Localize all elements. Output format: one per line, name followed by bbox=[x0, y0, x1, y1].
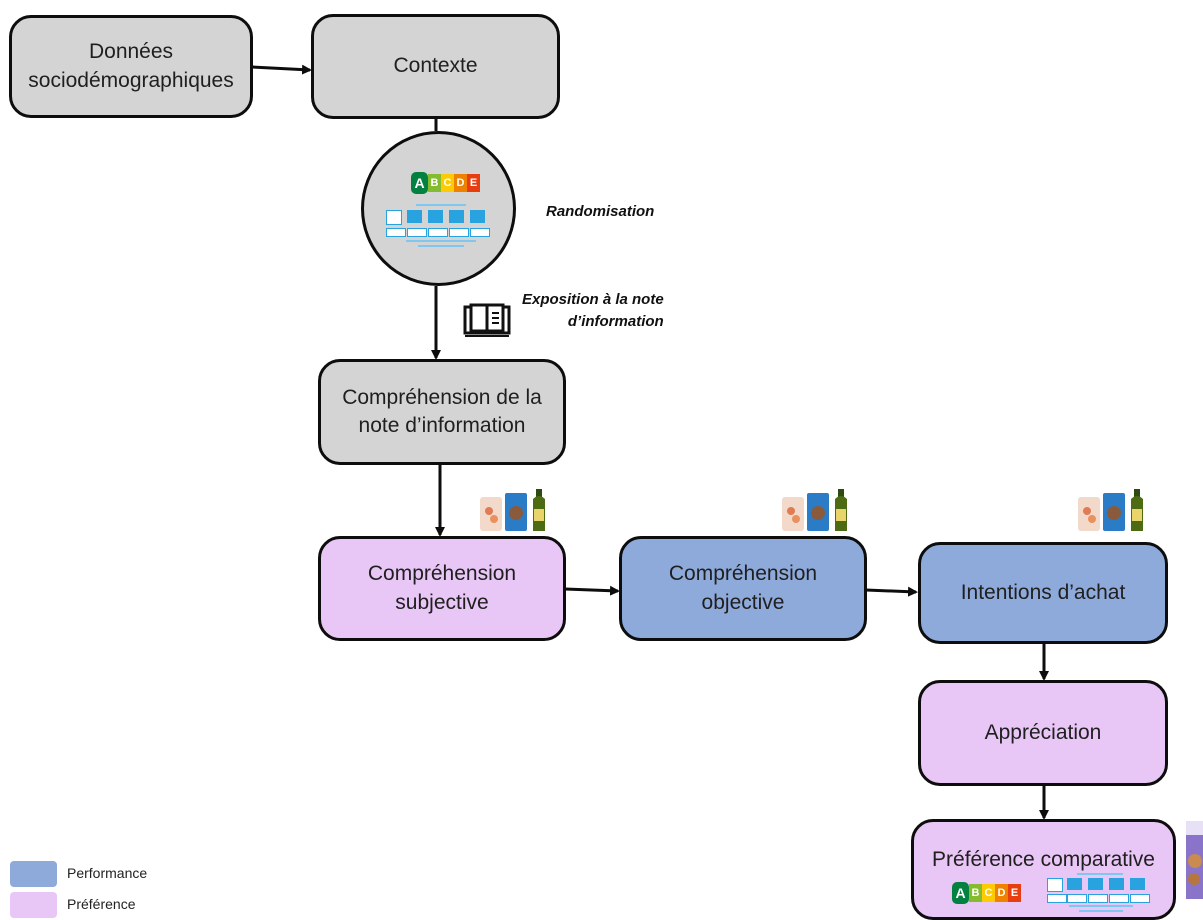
node-appreciation: Appréciation bbox=[918, 680, 1168, 786]
nutriscore-label-icon-2: A B C D E bbox=[952, 882, 1021, 904]
legend-swatch-preference bbox=[10, 892, 57, 918]
arrow-subjective-objective bbox=[564, 585, 620, 596]
node-intentions: Intentions d’achat bbox=[918, 542, 1168, 644]
node-comprehension-note-label: Compréhension de la note d’information bbox=[342, 385, 542, 437]
randomisation-circle bbox=[361, 131, 516, 286]
product-images-icon bbox=[480, 489, 545, 531]
legend-label-performance: Performance bbox=[67, 865, 148, 881]
node-comprehension-objective: Compréhension objective bbox=[619, 536, 867, 641]
nutriscore-letter-c: C bbox=[441, 174, 454, 192]
node-donnees-label: Données sociodémographiques bbox=[28, 40, 234, 92]
product-images-icon-3 bbox=[1078, 489, 1143, 531]
nutriscore-letter-d: D bbox=[454, 174, 467, 192]
node-comprehension-objective-label: Compréhension objective bbox=[668, 562, 818, 614]
product-images-icon-2 bbox=[782, 489, 847, 531]
node-intentions-label: Intentions d’achat bbox=[960, 580, 1126, 604]
node-contexte-label: Contexte bbox=[393, 54, 478, 78]
nutriscore-label-icon: A B C D E bbox=[411, 172, 480, 194]
reference-intake-label-icon-2 bbox=[1047, 873, 1151, 915]
arrow-donnees-contexte bbox=[251, 64, 312, 75]
node-comprehension-subjective-label: Compréhension subjective bbox=[367, 562, 517, 614]
legend-swatch-performance bbox=[10, 861, 57, 887]
nutriscore-letter-c-2: C bbox=[982, 884, 995, 902]
cookie-package-icon bbox=[1186, 821, 1203, 899]
exposition-annotation: Exposition à la note d’information bbox=[522, 291, 664, 330]
arrow-objective-intentions bbox=[865, 586, 918, 597]
randomisation-annotation: Randomisation bbox=[546, 203, 655, 220]
reference-intake-label-icon bbox=[386, 204, 494, 252]
book-icon bbox=[463, 303, 511, 337]
node-donnees: Données sociodémographiques bbox=[9, 15, 253, 118]
node-preference-comparative-label: Préférence comparative bbox=[932, 848, 1155, 871]
legend-label-preference: Préférence bbox=[67, 896, 136, 912]
node-comprehension-note: Compréhension de la note d’information bbox=[318, 359, 566, 465]
nutriscore-letter-b-2: B bbox=[969, 884, 982, 902]
nutriscore-letter-a-2: A bbox=[952, 882, 969, 904]
node-appreciation-label: Appréciation bbox=[984, 720, 1102, 744]
nutriscore-letter-a: A bbox=[411, 172, 428, 194]
nutriscore-letter-b: B bbox=[428, 174, 441, 192]
nutriscore-letter-e-2: E bbox=[1008, 884, 1021, 902]
node-comprehension-subjective: Compréhension subjective bbox=[318, 536, 566, 641]
nutriscore-letter-d-2: D bbox=[995, 884, 1008, 902]
nutriscore-letter-e: E bbox=[467, 174, 480, 192]
node-contexte: Contexte bbox=[311, 14, 560, 119]
